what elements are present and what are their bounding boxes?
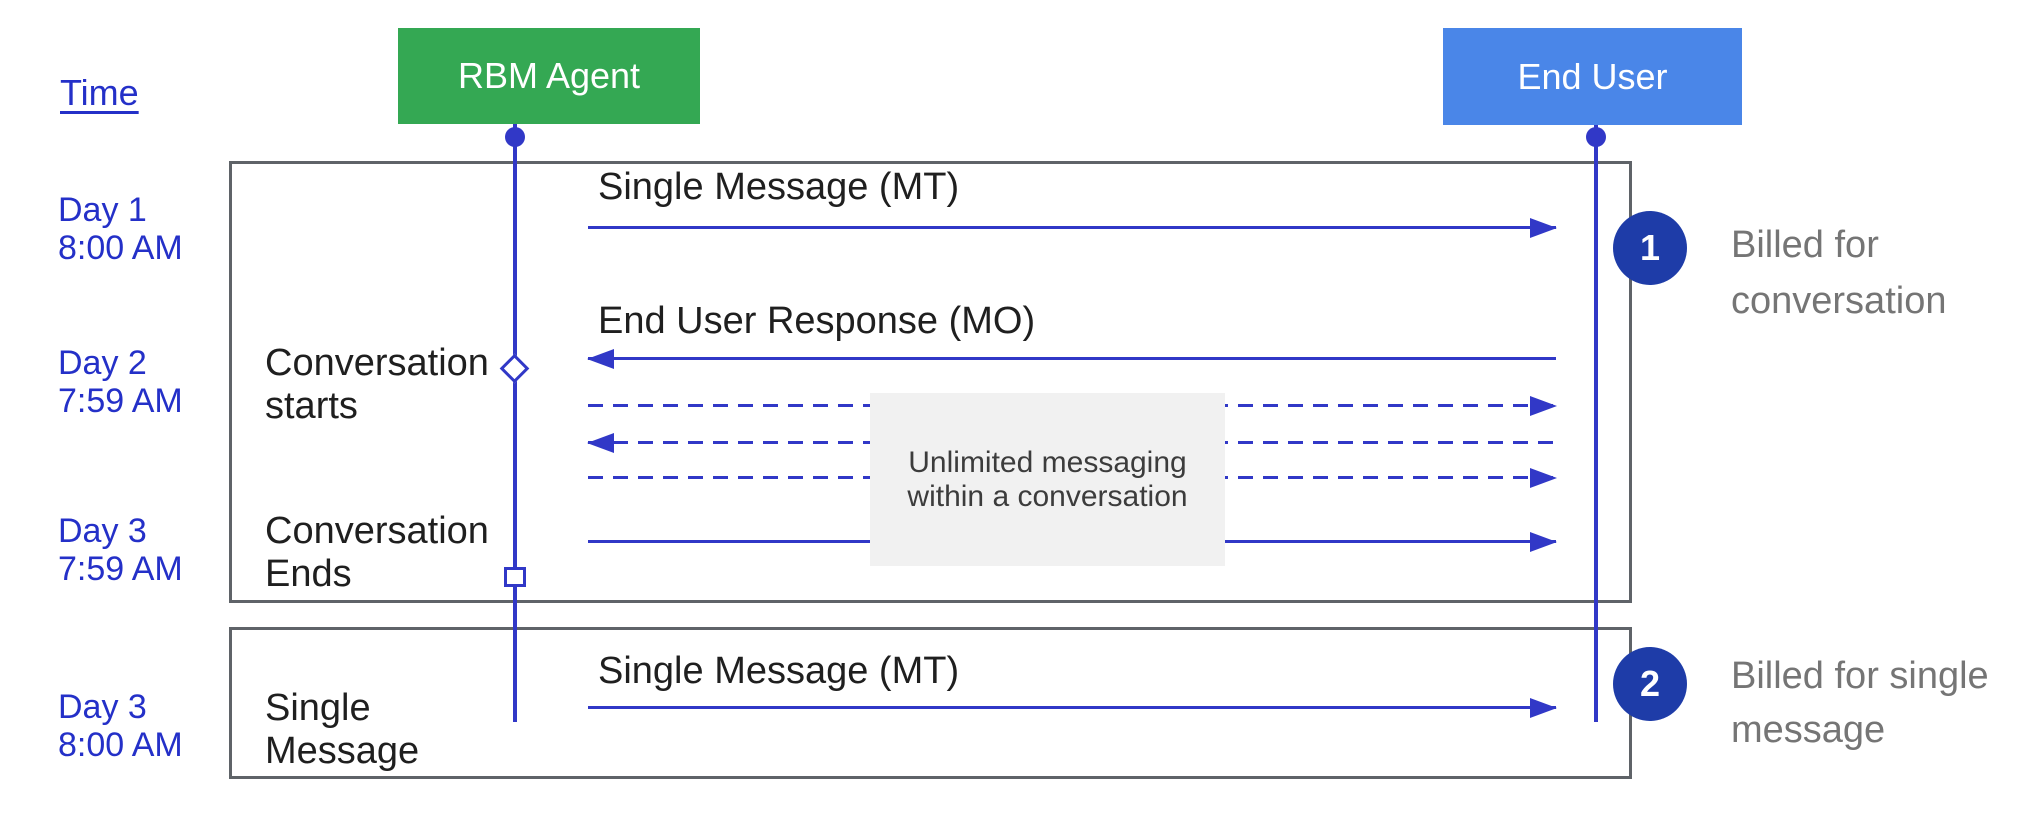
timeline-time: 8:00 AM: [58, 229, 183, 267]
row-label-line: Single: [265, 687, 371, 729]
timeline-entry-day3: Day 3 7:59 AM: [58, 512, 183, 588]
timeline-day: Day 2: [58, 344, 147, 382]
arrowhead-left-icon: [587, 432, 614, 453]
row-label-line: Message: [265, 730, 420, 772]
actor-end-user: End User: [1443, 28, 1742, 125]
unlimited-messaging-note: Unlimited messaging within a conversatio…: [870, 393, 1225, 566]
caption-line: Billed for: [1731, 224, 1879, 266]
actor-rbm-agent: RBM Agent: [398, 28, 700, 124]
end-user-lifeline: [1594, 125, 1598, 722]
badge-number: 2: [1639, 663, 1661, 704]
caption-line: message: [1731, 709, 1886, 751]
message-arrow-single-message-mt: [588, 217, 1557, 238]
message-arrow-end-user-response-mo: [587, 348, 1556, 369]
timeline-day: Day 3: [58, 688, 147, 726]
timeline-time: 7:59 AM: [58, 550, 183, 588]
milestone-conversation-ends: Conversation Ends: [265, 510, 489, 596]
note-line: Unlimited messaging: [908, 445, 1187, 479]
timeline-entry-day2: Day 2 7:59 AM: [58, 344, 183, 420]
milestone-label-line: Conversation: [265, 510, 489, 552]
row-label-single-message: Single Message: [265, 687, 419, 773]
arrow-line: [588, 226, 1556, 229]
arrow-line: [588, 706, 1556, 709]
badge-number: 1: [1639, 227, 1661, 268]
milestone-conversation-starts: Conversation starts: [265, 342, 489, 428]
arrow-line: [588, 357, 1556, 360]
milestone-label-line: starts: [265, 385, 358, 427]
actor-rbm-agent-label: RBM Agent: [457, 55, 641, 96]
actor-end-user-label: End User: [1517, 55, 1668, 97]
timeline-time: 8:00 AM: [58, 726, 183, 764]
arrowhead-right-icon: [1530, 217, 1557, 238]
time-axis-label: Time: [60, 72, 139, 113]
note-line: within a conversation: [907, 479, 1188, 513]
timeline-entry-day3b: Day 3 8:00 AM: [58, 688, 183, 764]
timeline-day: Day 3: [58, 512, 147, 550]
caption-billed-for-conversation: Billed for conversation: [1731, 217, 1946, 329]
arrowhead-right-icon: [1530, 395, 1557, 416]
conversation-end-square-icon: [504, 567, 526, 587]
arrowhead-right-icon: [1530, 467, 1557, 488]
message-label-single-message-mt: Single Message (MT): [598, 166, 960, 208]
milestone-label-line: Ends: [265, 553, 352, 595]
message-arrow-single-message-mt-2: [588, 697, 1557, 718]
caption-line: conversation: [1731, 280, 1947, 322]
message-label-end-user-response-mo: End User Response (MO): [598, 300, 1036, 342]
conversation-section-frame: [229, 161, 1632, 603]
message-label-single-message-mt-2: Single Message (MT): [598, 650, 960, 692]
caption-line: Billed for single: [1731, 655, 1989, 697]
milestone-label-line: Conversation: [265, 342, 489, 384]
arrowhead-right-icon: [1530, 531, 1557, 552]
timeline-time: 7:59 AM: [58, 382, 183, 420]
timeline-day: Day 1: [58, 191, 147, 229]
arrowhead-right-icon: [1530, 697, 1557, 718]
badge-1: 1: [1613, 211, 1687, 285]
caption-billed-for-single-message: Billed for single message: [1731, 649, 1989, 757]
timeline-entry-day1: Day 1 8:00 AM: [58, 191, 183, 267]
agent-lifeline: [513, 124, 517, 722]
arrowhead-left-icon: [587, 348, 614, 369]
badge-2: 2: [1613, 647, 1687, 721]
